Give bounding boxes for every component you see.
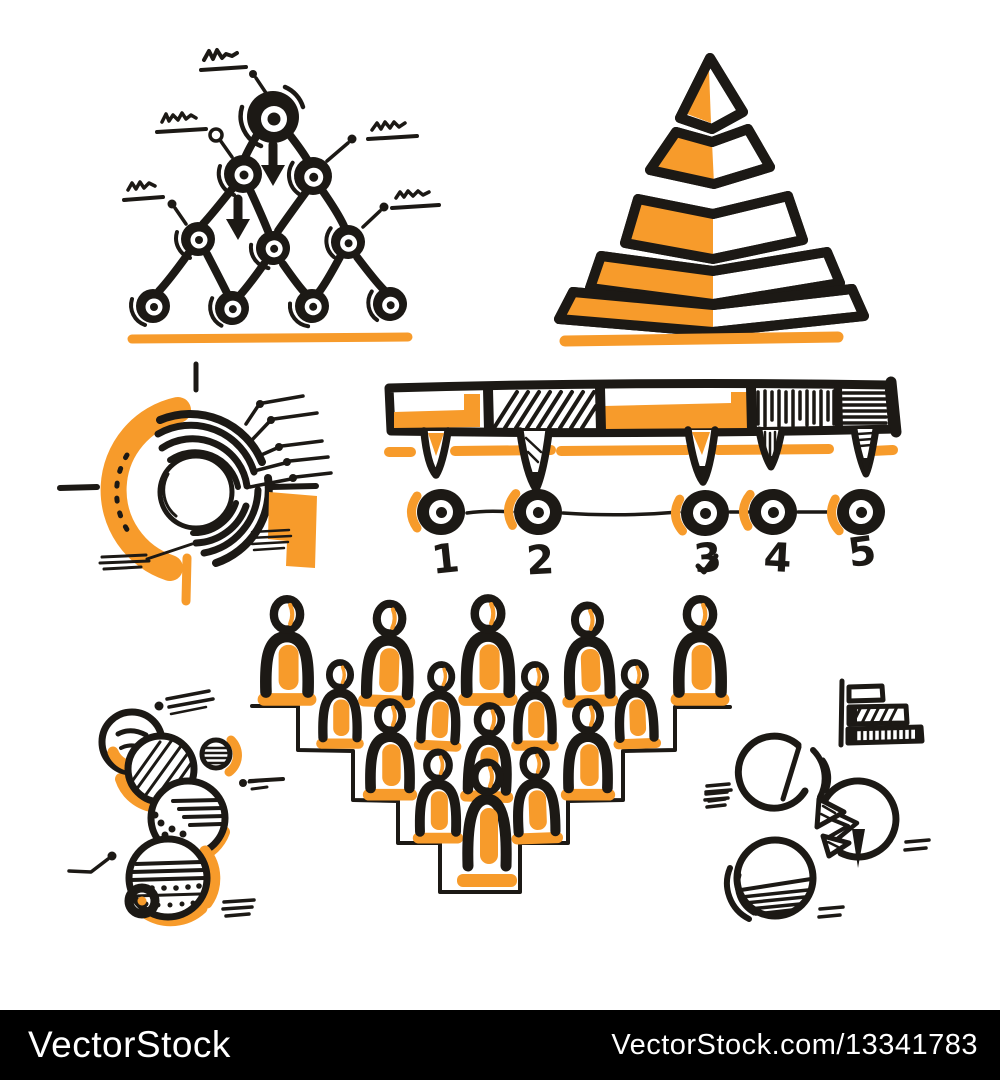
person-figure <box>559 605 619 708</box>
person-figure <box>508 750 563 845</box>
hatch-marks <box>248 528 293 552</box>
pie-chart <box>814 777 900 868</box>
check-mark <box>695 553 719 575</box>
pyramid-tier <box>645 124 775 189</box>
broken-arcs <box>114 410 273 567</box>
person-figure <box>413 752 463 843</box>
accent-underline <box>127 332 413 344</box>
person-figure <box>258 599 317 706</box>
equals-marks <box>704 782 731 803</box>
segment-dividers <box>483 376 902 438</box>
bubble-cluster-doodle <box>67 689 283 927</box>
accent-dashes <box>384 444 898 457</box>
drip-pointer <box>420 427 452 479</box>
person-figure <box>363 702 417 800</box>
segment-hatch-horizontal <box>841 391 888 425</box>
crowd-pyramid-doodle <box>248 553 732 894</box>
pie-chart <box>723 836 817 922</box>
bubble-donut <box>124 883 160 919</box>
org-chart-doodle <box>122 48 441 344</box>
scribble-label <box>155 111 234 159</box>
pyramid-tier <box>620 191 808 264</box>
person-figure <box>611 662 662 750</box>
watermark-image-ref: VectorStock.com/13341783 <box>611 1028 978 1061</box>
milestone-node <box>412 489 466 535</box>
down-arrow <box>261 140 285 186</box>
milestone-node <box>742 487 799 537</box>
segment-fill <box>604 392 748 429</box>
segmented-timeline-doodle: 1 2 3 4 5 <box>384 376 902 584</box>
segment-hatch-diagonal <box>492 390 598 430</box>
mini-bar-chart-doodle <box>838 678 925 748</box>
person-figure <box>511 664 559 750</box>
pyramid-tier <box>554 284 869 337</box>
accent-block <box>268 492 317 568</box>
callout-lines <box>67 777 283 874</box>
timeline-step-label: 1 <box>429 535 461 584</box>
person-figure <box>561 702 615 800</box>
hatch-marks <box>98 542 194 571</box>
drip-pointer <box>755 426 786 471</box>
equals-marks <box>817 905 845 919</box>
ziggurat-pyramid-doodle <box>554 53 869 347</box>
scribble-label <box>199 48 268 95</box>
person-figure <box>458 598 517 706</box>
doodle-artwork-svg: 1 2 3 4 5 <box>57 48 931 927</box>
milestone-node <box>506 486 564 537</box>
axis-tick <box>268 483 319 490</box>
person-figure <box>671 599 730 706</box>
steps-outline <box>250 704 732 894</box>
bubble <box>199 737 233 771</box>
tree-node <box>129 287 172 327</box>
timeline-step-label: 2 <box>525 537 555 584</box>
person-figure <box>358 603 419 708</box>
person-figure <box>414 663 466 752</box>
pie-chart <box>734 732 832 812</box>
tree-node <box>216 153 264 197</box>
watermark-bar: VectorStock VectorStock.com/13341783 <box>0 1010 1000 1080</box>
timeline-step-label: 5 <box>845 528 879 577</box>
timeline-step-label: 4 <box>762 535 792 582</box>
accent-underline <box>559 331 844 347</box>
drip-pointer <box>850 425 880 478</box>
pyramid-tier <box>675 53 748 134</box>
axis-tick <box>57 484 100 491</box>
pyramid-tier <box>585 247 845 309</box>
scribble-label <box>325 120 419 163</box>
radial-gauge-doodle <box>57 361 333 606</box>
person-figure <box>316 662 364 748</box>
watermark-brand: VectorStock <box>28 1024 231 1065</box>
accent-arc <box>100 397 191 581</box>
tree-node <box>285 283 335 332</box>
tree-node <box>361 279 414 329</box>
doodle-artwork: 1 2 3 4 5 <box>57 48 931 927</box>
timeline-step-label: 3 <box>692 534 724 582</box>
milestone-node <box>674 488 731 538</box>
accent-tick <box>181 553 192 606</box>
accent-arc <box>199 845 221 909</box>
drip-pointer <box>516 427 553 493</box>
equals-marks <box>221 898 256 918</box>
pie-charts-doodle <box>704 678 931 922</box>
segment-hatch-vertical <box>756 389 836 428</box>
scribble-label <box>122 180 188 226</box>
accent-arc <box>224 735 242 777</box>
segment-fill <box>394 394 480 428</box>
equals-marks <box>903 838 931 852</box>
bubble <box>125 835 211 921</box>
callout-lines <box>154 689 215 716</box>
down-arrow <box>226 194 250 240</box>
scribble-label <box>361 189 441 229</box>
callout-lines <box>244 394 333 489</box>
drip-pointer <box>684 426 719 486</box>
